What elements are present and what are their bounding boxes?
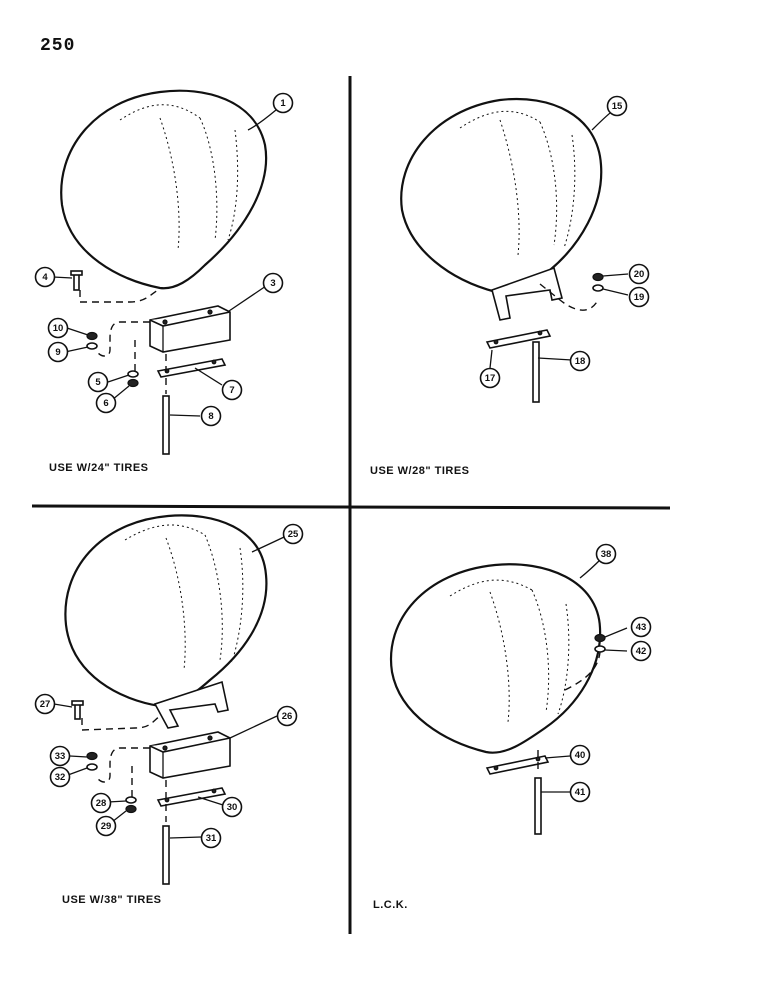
callout-9: 9 xyxy=(47,341,69,363)
seat-pan-1 xyxy=(60,89,268,290)
callout-label-38: 38 xyxy=(601,549,612,560)
callout-6: 6 xyxy=(95,392,117,414)
callout-label-8: 8 xyxy=(208,411,213,422)
callout-31: 31 xyxy=(200,827,222,849)
callout-label-18: 18 xyxy=(575,356,586,367)
callout-10: 10 xyxy=(47,317,69,339)
callout-30: 30 xyxy=(221,796,243,818)
caption-bl: USE W/38" TIRES xyxy=(62,894,162,906)
callout-label-32: 32 xyxy=(55,772,66,783)
seat-pan-15 xyxy=(400,97,603,294)
callout-5: 5 xyxy=(87,371,109,393)
panel-tl-drawing xyxy=(52,89,277,455)
callout-25: 25 xyxy=(282,523,304,545)
callout-32: 32 xyxy=(49,766,71,788)
callout-26: 26 xyxy=(276,705,298,727)
callout-label-42: 42 xyxy=(636,646,647,657)
callout-label-43: 43 xyxy=(636,622,647,633)
callout-label-5: 5 xyxy=(95,377,101,388)
callout-19: 19 xyxy=(628,286,650,308)
callout-label-30: 30 xyxy=(227,802,238,813)
callout-8: 8 xyxy=(200,405,222,427)
callout-label-31: 31 xyxy=(206,833,217,844)
callout-20: 20 xyxy=(628,263,650,285)
callout-43: 43 xyxy=(630,616,652,638)
callout-27: 27 xyxy=(34,693,56,715)
callout-label-9: 9 xyxy=(55,347,60,358)
callout-41: 41 xyxy=(569,781,591,803)
callout-label-19: 19 xyxy=(634,292,645,303)
callout-label-4: 4 xyxy=(42,272,48,283)
callout-label-1: 1 xyxy=(280,98,286,109)
callout-label-15: 15 xyxy=(612,101,623,112)
callout-label-27: 27 xyxy=(40,699,51,710)
callout-label-28: 28 xyxy=(96,798,107,809)
callout-label-40: 40 xyxy=(575,750,586,761)
callout-label-41: 41 xyxy=(575,787,586,798)
caption-br: L.C.K. xyxy=(373,899,408,911)
callout-label-25: 25 xyxy=(288,529,299,540)
caption-tr: USE W/28" TIRES xyxy=(370,465,470,477)
callout-label-6: 6 xyxy=(103,398,108,409)
callout-label-7: 7 xyxy=(229,385,234,396)
callout-label-3: 3 xyxy=(270,278,275,289)
callout-40: 40 xyxy=(569,744,591,766)
callout-label-29: 29 xyxy=(101,821,112,832)
callout-38: 38 xyxy=(595,543,617,565)
callout-29: 29 xyxy=(95,815,117,837)
seat-pan-38 xyxy=(389,563,602,754)
callout-28: 28 xyxy=(90,792,112,814)
callout-label-26: 26 xyxy=(282,711,293,722)
callout-4: 4 xyxy=(34,266,56,288)
callout-15: 15 xyxy=(606,95,628,117)
page-number: 250 xyxy=(40,36,76,56)
callout-18: 18 xyxy=(569,350,591,372)
horizontal-divider xyxy=(31,504,671,510)
callout-7: 7 xyxy=(221,379,243,401)
panel-br-drawing xyxy=(389,557,628,835)
panel-bl-drawing xyxy=(53,514,285,885)
callout-1: 1 xyxy=(272,92,294,114)
seat-pan-25 xyxy=(64,514,268,708)
callout-label-20: 20 xyxy=(634,269,645,280)
callout-3: 3 xyxy=(262,272,284,294)
panel-tr-drawing xyxy=(400,97,629,403)
callout-42: 42 xyxy=(630,640,652,662)
callout-label-17: 17 xyxy=(485,373,496,384)
callout-17: 17 xyxy=(479,367,501,389)
callout-33: 33 xyxy=(49,745,71,767)
callout-label-33: 33 xyxy=(55,751,66,762)
caption-tl: USE W/24" TIRES xyxy=(49,462,149,474)
callout-label-10: 10 xyxy=(53,323,64,334)
